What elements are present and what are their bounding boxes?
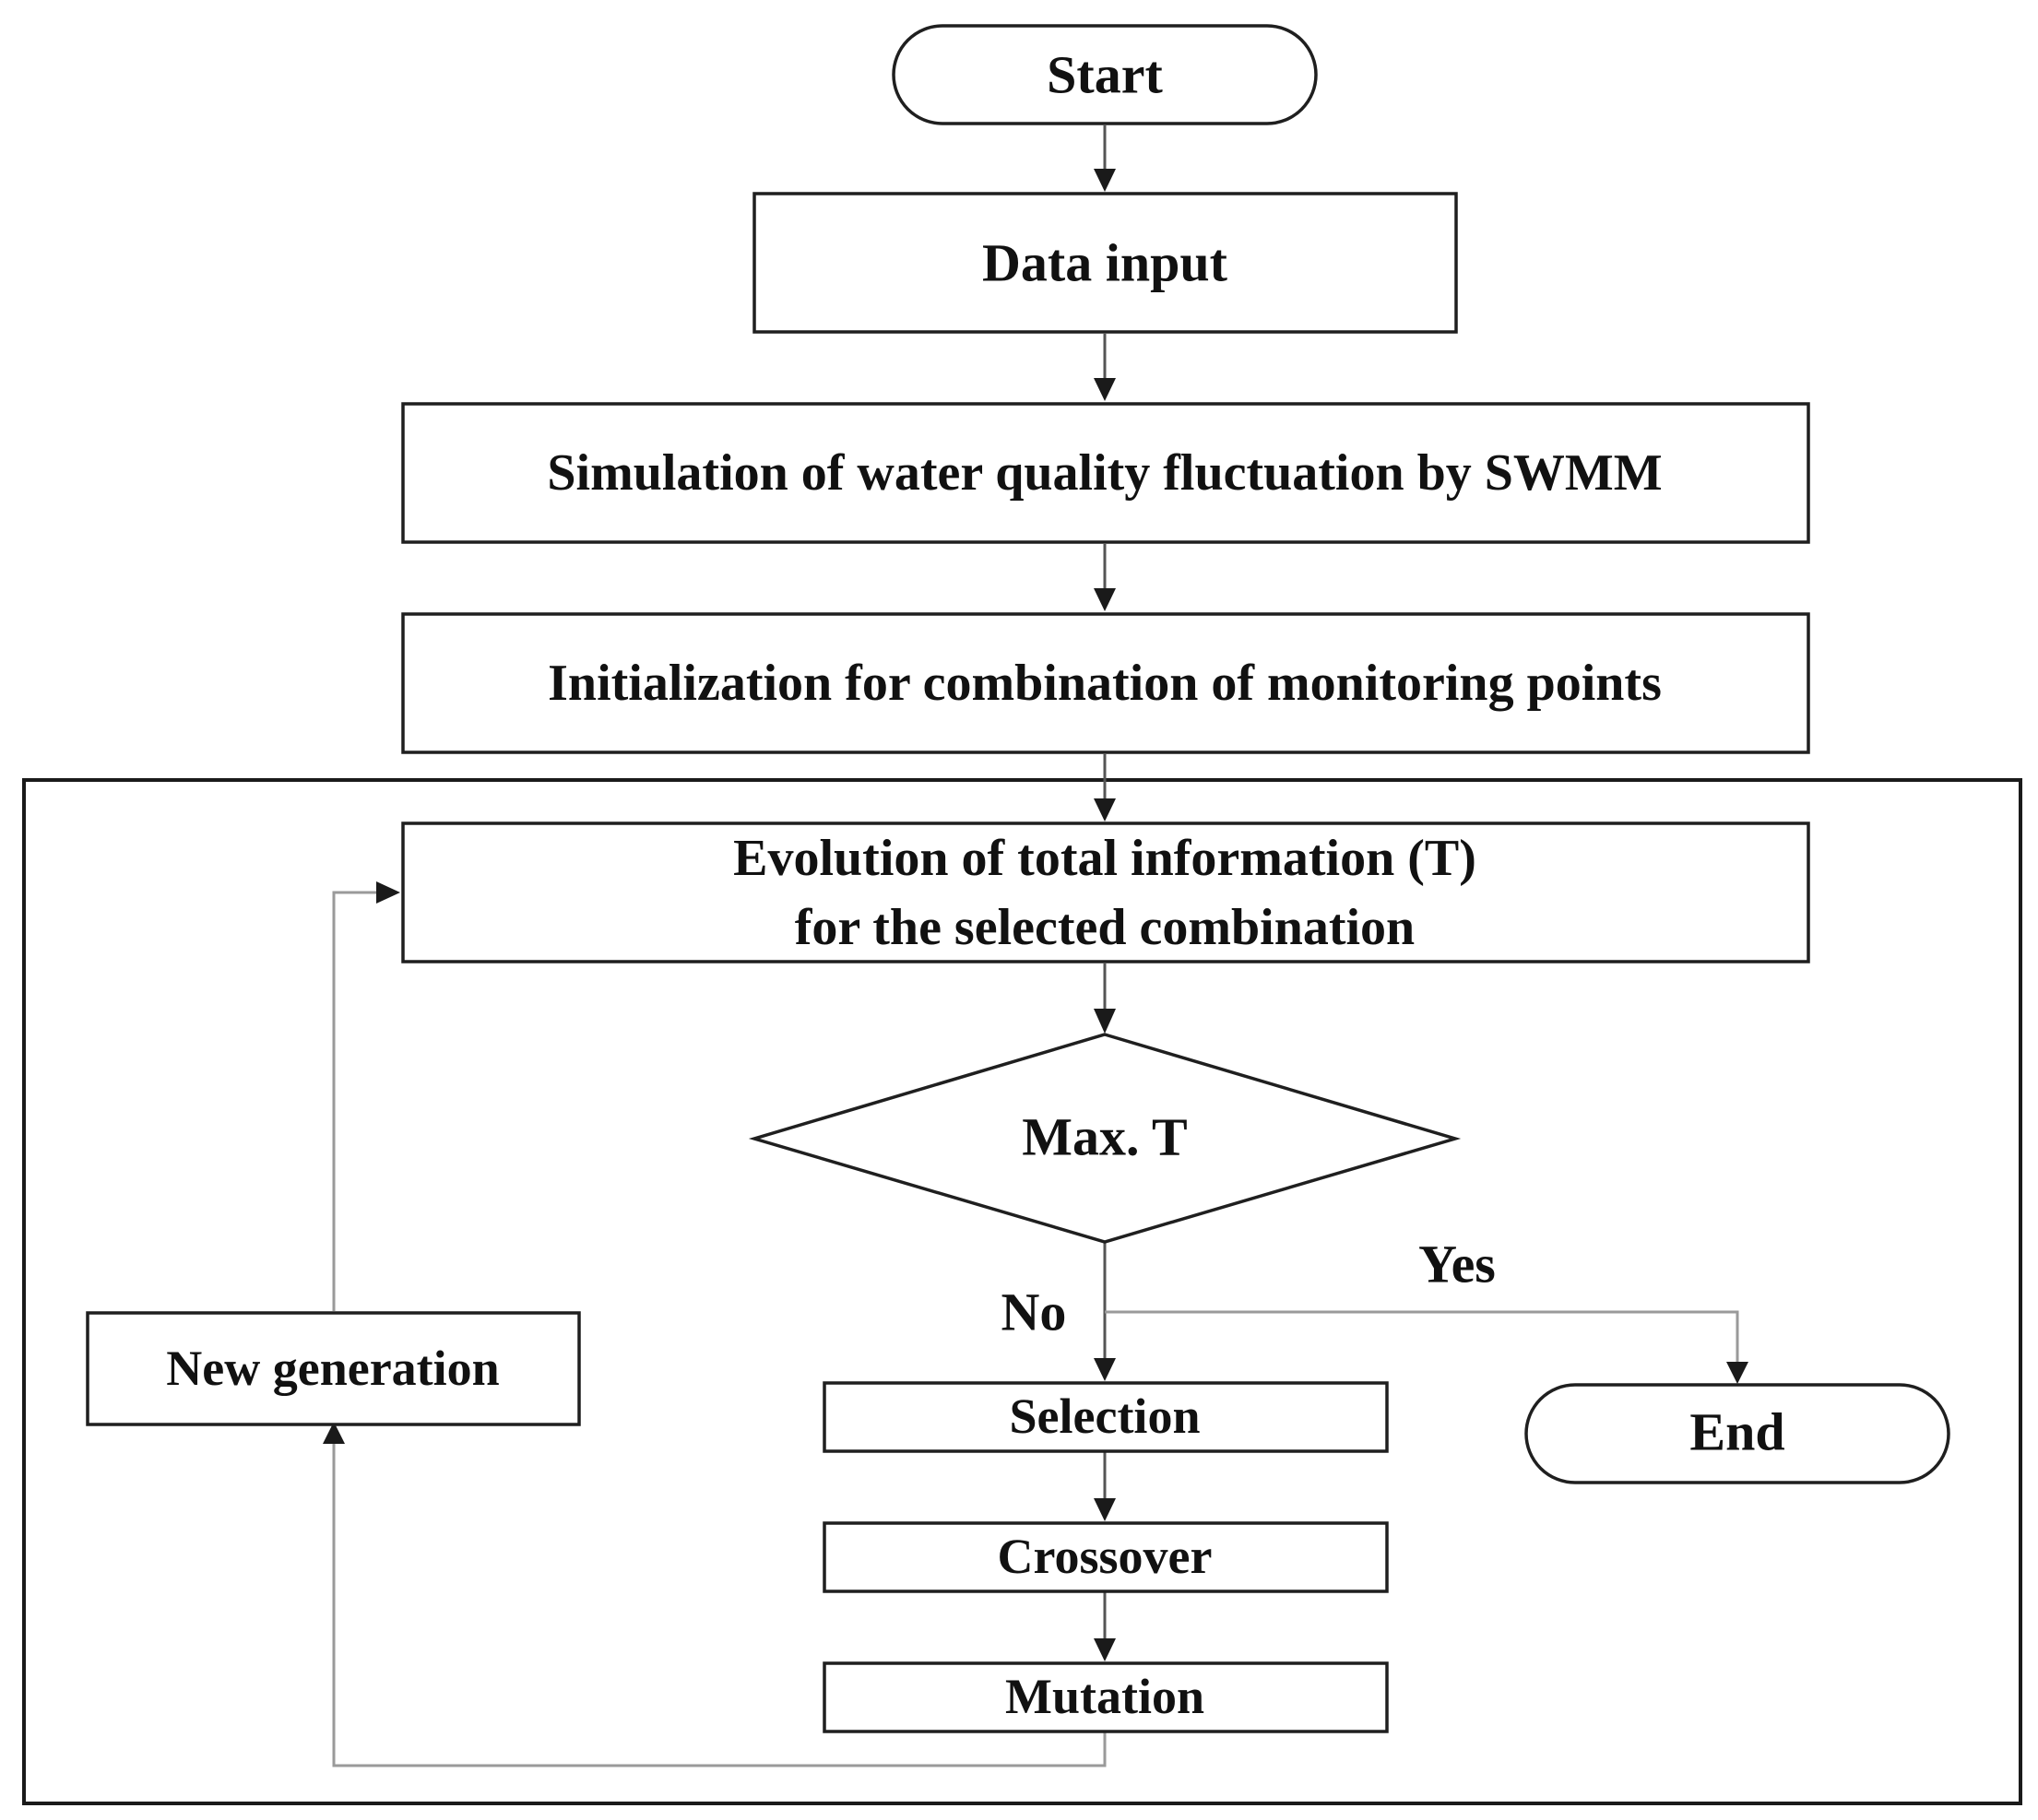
initialization-node: Initialization for combination of monito… bbox=[401, 612, 1810, 754]
arrowhead-evolution bbox=[1094, 798, 1116, 821]
yes-label: Yes bbox=[1418, 1235, 1496, 1294]
arrowhead-end bbox=[1726, 1362, 1748, 1384]
decision-node: Max. T bbox=[748, 1033, 1462, 1244]
end-node: End bbox=[1524, 1383, 1950, 1484]
arrowhead-initialization bbox=[1094, 588, 1116, 611]
arrowhead-crossover bbox=[1094, 1498, 1116, 1521]
end-terminal-shape bbox=[1524, 1383, 1950, 1484]
evolution-label-line2: for the selected combination bbox=[795, 899, 1415, 956]
arrowhead-new-generation bbox=[323, 1422, 345, 1444]
arrowheads bbox=[323, 169, 1748, 1661]
evolution-box bbox=[401, 821, 1810, 963]
crossover-label: Crossover bbox=[998, 1529, 1213, 1584]
selection-node: Selection bbox=[823, 1381, 1389, 1453]
new-generation-label: New generation bbox=[166, 1341, 499, 1396]
connectors bbox=[332, 125, 1739, 1767]
data-input-label: Data input bbox=[982, 233, 1228, 293]
start-node: Start bbox=[892, 24, 1318, 125]
data-input-node: Data input bbox=[752, 192, 1458, 334]
arrowhead-data-input bbox=[1094, 169, 1116, 192]
simulation-box bbox=[401, 402, 1810, 544]
arrowhead-mutation bbox=[1094, 1638, 1116, 1661]
simulation-label: Simulation of water quality fluctuation … bbox=[547, 444, 1662, 502]
edge-mutation-to-new-generation bbox=[332, 1440, 1107, 1767]
selection-box bbox=[823, 1381, 1389, 1453]
mutation-box bbox=[823, 1661, 1389, 1733]
loop-frame bbox=[22, 778, 2022, 1805]
arrowhead-simulation bbox=[1094, 378, 1116, 401]
crossover-node: Crossover bbox=[823, 1521, 1389, 1593]
decision-label: Max. T bbox=[1022, 1107, 1187, 1167]
data-input-box bbox=[752, 192, 1458, 334]
crossover-box bbox=[823, 1521, 1389, 1593]
new-generation-box bbox=[86, 1311, 581, 1426]
arrowhead-evolution-feedback bbox=[376, 881, 400, 904]
end-label: End bbox=[1689, 1402, 1784, 1462]
no-label: No bbox=[1001, 1282, 1067, 1342]
mutation-node: Mutation bbox=[823, 1661, 1389, 1733]
initialization-label: Initialization for combination of monito… bbox=[548, 655, 1662, 712]
start-terminal-shape bbox=[892, 24, 1318, 125]
arrowhead-selection bbox=[1094, 1358, 1116, 1381]
start-label: Start bbox=[1047, 45, 1163, 105]
initialization-box bbox=[401, 612, 1810, 754]
edge-decision-yes-to-end bbox=[1105, 1310, 1739, 1366]
arrowhead-decision bbox=[1094, 1009, 1116, 1034]
edge-new-generation-to-evolution bbox=[332, 891, 380, 1311]
simulation-node: Simulation of water quality fluctuation … bbox=[401, 402, 1810, 544]
selection-label: Selection bbox=[1010, 1389, 1201, 1444]
mutation-label: Mutation bbox=[1005, 1669, 1204, 1724]
decision-diamond bbox=[748, 1033, 1462, 1244]
evolution-label-line1: Evolution of total information (T) bbox=[733, 830, 1476, 887]
evolution-node: Evolution of total information (T) for t… bbox=[401, 821, 1810, 963]
new-generation-node: New generation bbox=[86, 1311, 581, 1426]
